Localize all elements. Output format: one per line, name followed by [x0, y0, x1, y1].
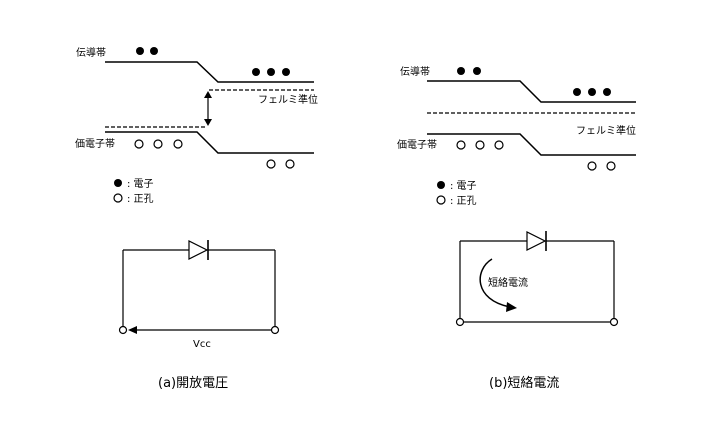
legend-hole-label: : 正孔 — [450, 195, 477, 207]
electron-dot — [473, 67, 481, 75]
electron-dot — [267, 68, 275, 76]
conduction-band-line — [105, 61, 314, 83]
open-circuit — [118, 240, 280, 335]
terminal-left — [118, 325, 128, 335]
open-circuit-panel: 伝導帯 フェルミ準位 価電子帯 : 電子 : 正孔 — [75, 46, 318, 391]
current-arrow-head — [506, 302, 517, 312]
hole-dot — [475, 140, 485, 150]
current-arrow-curve — [479, 258, 511, 308]
hole-dot — [134, 139, 144, 149]
conduction-band-label: 伝導帯 — [76, 46, 106, 59]
electron-dot — [457, 67, 465, 75]
voltage-gap-arrow — [204, 91, 212, 126]
diode-triangle — [526, 231, 547, 251]
legend-electron-label: : 電子 — [450, 180, 477, 192]
legend-hole-label: : 正孔 — [127, 193, 154, 205]
voltage-label: Vcc — [193, 339, 211, 350]
hole-dot — [606, 161, 616, 171]
valence-band-label: 価電子帯 — [397, 138, 437, 151]
legend-hole-dot — [436, 195, 446, 205]
electron-dot — [282, 68, 290, 76]
hole-dot — [494, 140, 504, 150]
hole-dot — [587, 161, 597, 171]
valence-band-label: 価電子帯 — [75, 137, 115, 150]
conduction-band-label: 伝導帯 — [400, 65, 430, 78]
hole-dot — [173, 139, 183, 149]
current-label: 短絡電流 — [488, 276, 528, 289]
diode-triangle — [188, 240, 209, 260]
legend-electron-dot — [114, 179, 122, 187]
legend-hole-dot — [113, 193, 123, 203]
conduction-band-line — [427, 80, 636, 103]
valence-band-line — [427, 133, 636, 156]
terminal-left — [455, 317, 465, 327]
hole-dot — [285, 159, 295, 169]
electron-dot — [603, 88, 611, 96]
caption-short-circuit: (b)短絡電流 — [489, 375, 559, 391]
hole-dot — [456, 140, 466, 150]
valence-band-line — [105, 131, 314, 154]
hole-dot — [153, 139, 163, 149]
fermi-level-label: フェルミ準位 — [576, 124, 636, 137]
legend-electron-label: : 電子 — [127, 178, 154, 190]
electron-dot — [252, 68, 260, 76]
terminal-right — [270, 325, 280, 335]
electron-dot — [588, 88, 596, 96]
hole-dot — [266, 159, 276, 169]
legend-electron-dot — [437, 181, 445, 189]
short-circuit-panel: 伝導帯 フェルミ準位 価電子帯 : 電子 : 正孔 — [397, 65, 636, 391]
caption-open-circuit: (a)開放電圧 — [158, 376, 228, 391]
terminal-right — [609, 317, 619, 327]
short-circuit — [455, 231, 619, 327]
fermi-level-label: フェルミ準位 — [258, 93, 318, 106]
electron-dot — [150, 47, 158, 55]
voltage-arrow-head — [128, 326, 137, 334]
electron-dot — [573, 88, 581, 96]
electron-dot — [136, 47, 144, 55]
